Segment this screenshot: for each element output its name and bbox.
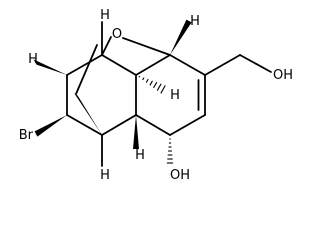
label-h-top-left: H bbox=[100, 8, 110, 23]
label-h-bottom-left: H bbox=[100, 168, 110, 183]
skeletal-bonds bbox=[66, 21, 272, 167]
bond-c9-c10 bbox=[169, 114, 206, 136]
bond-c2-c1 bbox=[66, 54, 103, 76]
bond-ch2-oh bbox=[239, 54, 272, 73]
label-ring-oh: OH bbox=[170, 168, 190, 183]
bond-c4-c5 bbox=[101, 114, 137, 136]
bond-o-c7 bbox=[122, 37, 171, 56]
bond-c1-o bbox=[101, 36, 112, 56]
wedge-c3-br bbox=[34, 115, 67, 137]
atom-labels: O OH OH Br H H H H H H bbox=[19, 8, 293, 183]
bond-c3-c4 bbox=[66, 114, 103, 136]
bond-c7-c8 bbox=[169, 54, 206, 76]
label-h-mid-right: H bbox=[170, 88, 180, 103]
wedge-c2-h bbox=[33, 59, 67, 75]
label-hydroxymethyl-oh: OH bbox=[273, 68, 293, 83]
bond-bridge-a bbox=[75, 44, 98, 95]
wedge-bonds bbox=[33, 19, 192, 149]
hash-c6-h bbox=[138, 75, 166, 94]
wedge-c5-h bbox=[133, 115, 139, 149]
label-h-top-right: H bbox=[190, 14, 200, 29]
label-oxygen-bridge: O bbox=[112, 27, 122, 42]
hash-bonds bbox=[138, 75, 174, 164]
label-h-left: H bbox=[28, 52, 38, 67]
wedge-c7-h bbox=[170, 19, 192, 56]
bond-c6-c7 bbox=[135, 54, 171, 76]
label-h-bottom-center: H bbox=[135, 148, 145, 163]
molecule-structure-diagram: O OH OH Br H H H H H H bbox=[19, 8, 293, 183]
hash-c10-oh bbox=[166, 138, 174, 164]
bond-c1-c6 bbox=[101, 54, 137, 76]
wedge-bridge-c4 bbox=[74, 93, 102, 135]
bond-c10-c5 bbox=[135, 114, 171, 136]
bond-c8-ch2 bbox=[204, 54, 241, 76]
label-bromine: Br bbox=[19, 128, 34, 143]
